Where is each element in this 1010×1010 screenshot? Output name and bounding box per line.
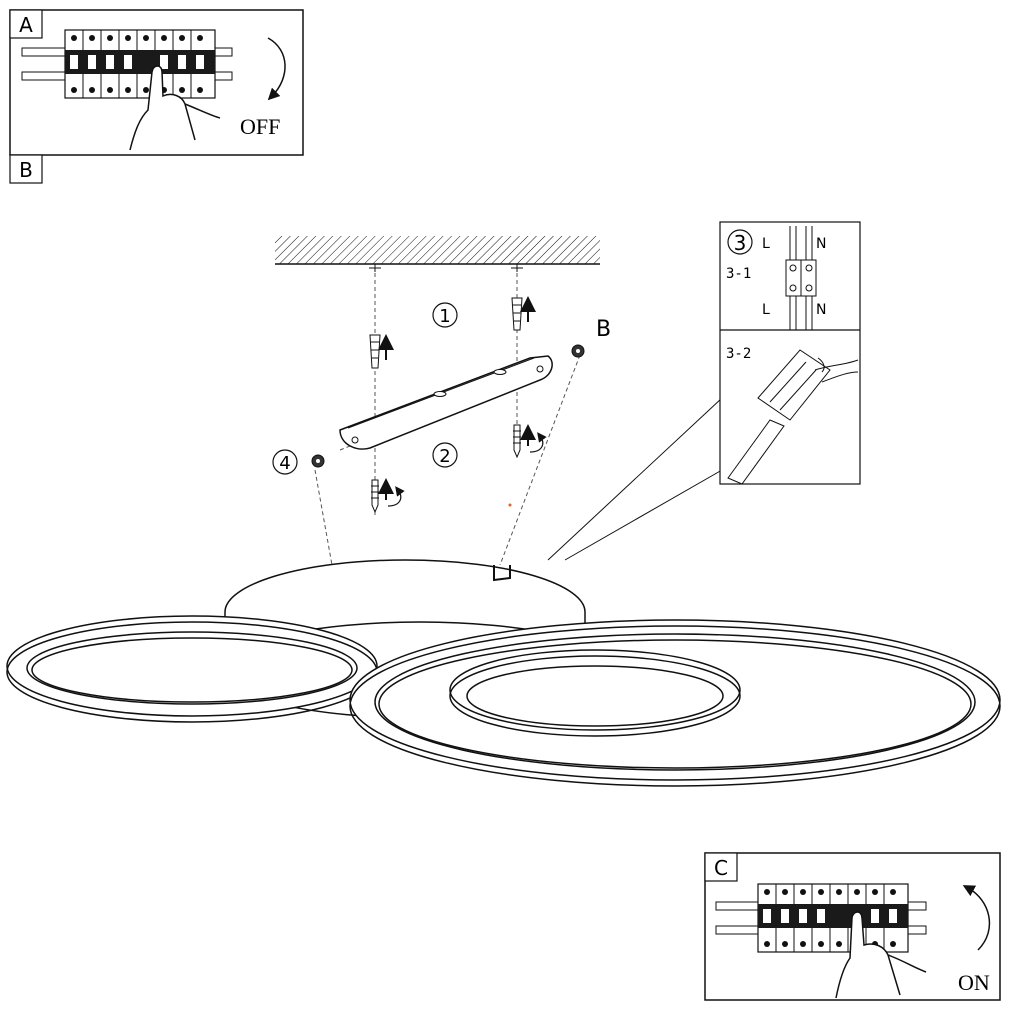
step-4-label: 4 [279,453,290,474]
on-label: ON [958,970,990,995]
connector-detail-icon [727,349,859,485]
wire-neutral-top: N [816,236,826,252]
wall-plug-left [369,334,394,369]
ring-right [349,619,1001,787]
ceiling-light [6,559,1001,787]
wiring-panel: 3 L N 3-1 L N 3-2 [719,221,861,485]
wire-live-top: L [762,236,770,252]
screw-4 [311,454,325,468]
ceiling [275,236,600,265]
rotate-down-arrow-icon [267,37,286,101]
mounting-bracket [339,355,553,450]
sub-step-3-1: 3-1 [726,266,751,282]
step-4-badge [272,449,298,475]
screw-left [371,478,405,514]
sub-step-3-2: 3-2 [726,346,751,362]
panel-a-tag: A [19,13,33,37]
off-label: OFF [240,114,280,139]
panel-a-breaker-off: A [9,9,304,156]
step-1-badge [432,302,458,328]
rotate-up-arrow-icon [962,885,991,951]
keyhole-slot [493,565,511,582]
wall-plug-right [511,296,536,331]
wire-neutral-bottom: N [816,302,826,318]
step-2-label: 2 [439,446,450,467]
wire-live-bottom: L [762,302,770,318]
breaker-row [64,29,216,99]
terminal-block-icon [785,226,817,330]
marker-dot [508,503,512,507]
step-3-label: 3 [734,231,747,255]
panel-c-breaker-on: C [704,852,1001,1001]
screw-right [513,424,547,459]
panel-b-tag: B [19,158,33,182]
step-3-badge [727,229,753,255]
step-2-badge [432,442,458,468]
drill-marks [369,264,523,272]
callout-lines [547,397,723,561]
step-1-label: 1 [439,306,450,327]
screw-b [571,344,585,358]
hand-icon-c [835,911,927,999]
hand-icon [129,65,221,151]
screw-b-label: B [596,317,611,342]
panel-c-tag: C [714,856,728,880]
ring-left [6,615,378,723]
breaker-row-c [757,883,909,953]
